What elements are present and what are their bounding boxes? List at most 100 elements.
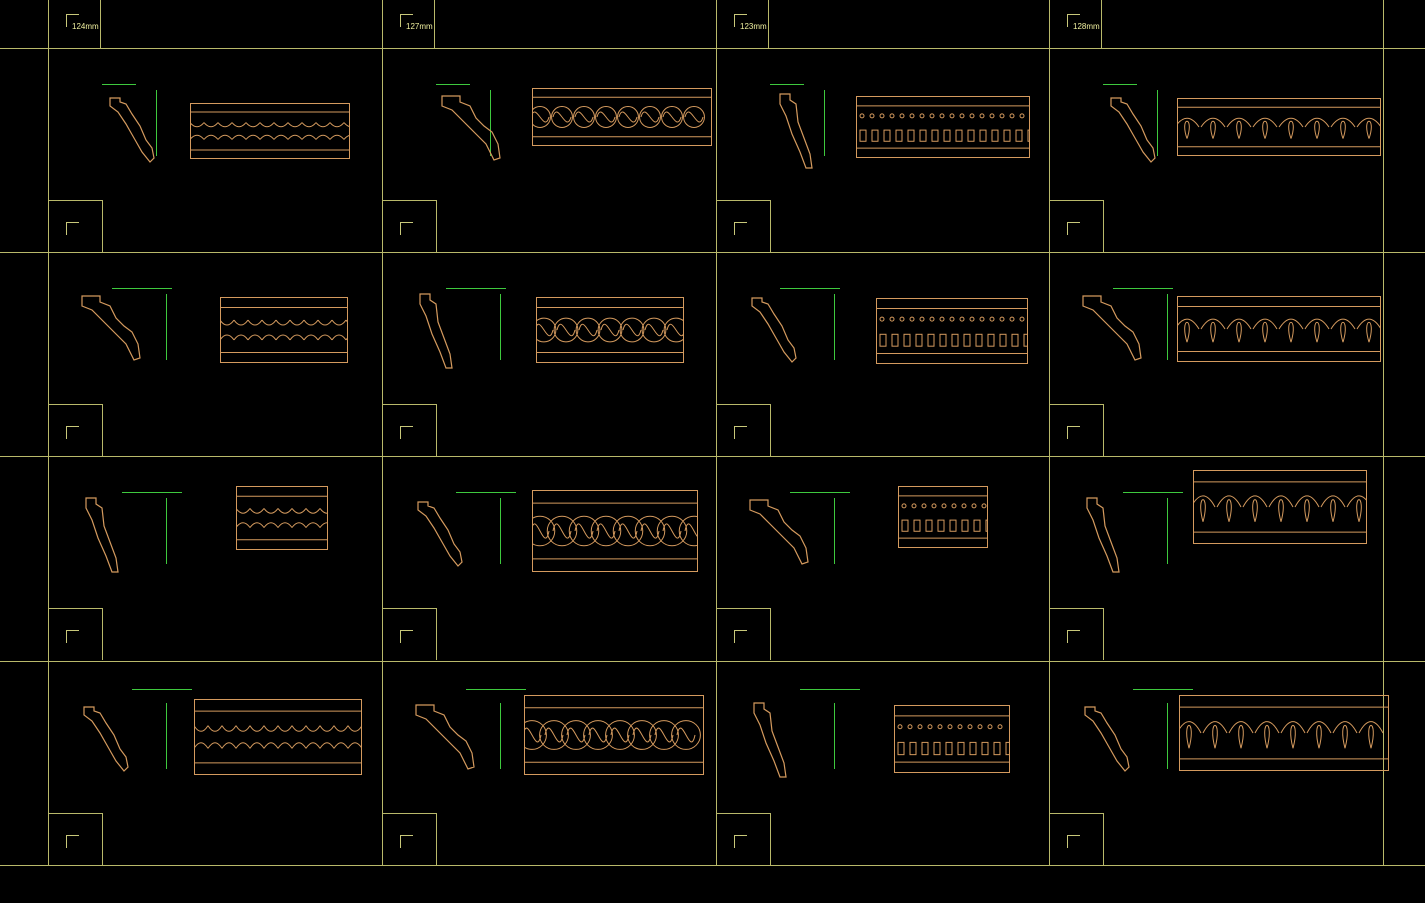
tag-box-line [382, 608, 436, 609]
tag-corner [734, 835, 747, 848]
dimension-line [1113, 288, 1173, 289]
tag-box-line [102, 200, 103, 252]
tag-corner [734, 630, 747, 643]
tag-corner [734, 14, 747, 27]
molding-profile-icon [1110, 97, 1156, 163]
tag-box-line [770, 404, 771, 456]
grid-hline [0, 661, 1425, 662]
tag-box-line [100, 0, 101, 48]
molding-profile-icon [751, 297, 797, 363]
tag-corner [1067, 835, 1080, 848]
molding-elevation-pattern [1177, 98, 1381, 156]
tag-box-line [436, 200, 437, 252]
tag-box-line [1103, 200, 1104, 252]
molding-profile-icon [83, 706, 129, 772]
molding-elevation-pattern [536, 297, 684, 363]
molding-profile-icon [85, 497, 119, 573]
molding-elevation-pattern [220, 297, 348, 363]
molding-elevation-pattern [524, 695, 704, 775]
tag-box-line [1103, 813, 1104, 865]
tag-corner [734, 222, 747, 235]
tag-box-line [770, 608, 771, 660]
molding-profile-icon [1084, 706, 1130, 772]
tag-box-line [48, 200, 102, 201]
dimension-line [824, 90, 825, 156]
tag-box-line [48, 404, 102, 405]
grid-vline [48, 0, 49, 866]
tag-box-line [382, 813, 436, 814]
grid-hline [0, 456, 1425, 457]
tag-box-line [434, 0, 435, 48]
dimension-line [500, 294, 501, 360]
molding-profile-icon [419, 293, 453, 369]
dimension-line [456, 492, 516, 493]
tag-box-line [48, 608, 102, 609]
grid-hline [0, 252, 1425, 253]
top-size-tag: 124mm [72, 22, 99, 31]
grid-hline [0, 865, 1425, 866]
tag-corner [66, 14, 79, 27]
tag-box-line [382, 404, 436, 405]
dimension-line [500, 703, 501, 769]
tag-corner [400, 222, 413, 235]
dimension-line [1123, 492, 1183, 493]
grid-vline [382, 0, 383, 866]
molding-profile-icon [1082, 295, 1142, 361]
tag-box-line [1049, 813, 1103, 814]
dimension-line [156, 90, 157, 156]
dimension-line [166, 294, 167, 360]
tag-box-line [716, 608, 770, 609]
tag-box-line [48, 813, 102, 814]
molding-elevation-pattern [856, 96, 1030, 158]
molding-profile-icon [753, 702, 787, 778]
tag-box-line [716, 200, 770, 201]
tag-corner [400, 630, 413, 643]
tag-box-line [1101, 0, 1102, 48]
dimension-line [1167, 294, 1168, 360]
molding-elevation-pattern [1193, 470, 1367, 544]
grid-vline [1383, 0, 1384, 866]
tag-box-line [436, 608, 437, 660]
dimension-line [790, 492, 850, 493]
grid-vline [716, 0, 717, 866]
molding-elevation-pattern [894, 705, 1010, 773]
tag-box-line [1103, 404, 1104, 456]
dimension-line [1167, 703, 1168, 769]
dimension-line [446, 288, 506, 289]
tag-corner [1067, 630, 1080, 643]
molding-elevation-pattern [1179, 695, 1389, 771]
dimension-line [132, 689, 192, 690]
dimension-line [834, 498, 835, 564]
dimension-line [1157, 90, 1158, 156]
molding-elevation-pattern [532, 88, 712, 146]
top-size-tag: 128mm [1073, 22, 1100, 31]
molding-profile-icon [109, 97, 155, 163]
molding-elevation-pattern [876, 298, 1028, 364]
dimension-line [770, 84, 804, 85]
molding-elevation-pattern [236, 486, 328, 550]
tag-box-line [770, 200, 771, 252]
tag-corner [1067, 426, 1080, 439]
molding-profile-icon [1086, 497, 1120, 573]
tag-corner [734, 426, 747, 439]
dimension-line [112, 288, 172, 289]
tag-box-line [716, 404, 770, 405]
tag-box-line [768, 0, 769, 48]
dimension-line [1103, 84, 1137, 85]
tag-box-line [1049, 608, 1103, 609]
tag-corner [66, 426, 79, 439]
tag-box-line [436, 813, 437, 865]
tag-box-line [1049, 404, 1103, 405]
dimension-line [166, 498, 167, 564]
dimension-line [1133, 689, 1193, 690]
tag-corner [1067, 14, 1080, 27]
dimension-line [436, 84, 470, 85]
molding-profile-icon [749, 499, 809, 565]
tag-box-line [382, 200, 436, 201]
dimension-line [780, 288, 840, 289]
molding-profile-icon [417, 501, 463, 567]
tag-corner [400, 426, 413, 439]
tag-corner [1067, 222, 1080, 235]
molding-profile-icon [779, 93, 813, 169]
